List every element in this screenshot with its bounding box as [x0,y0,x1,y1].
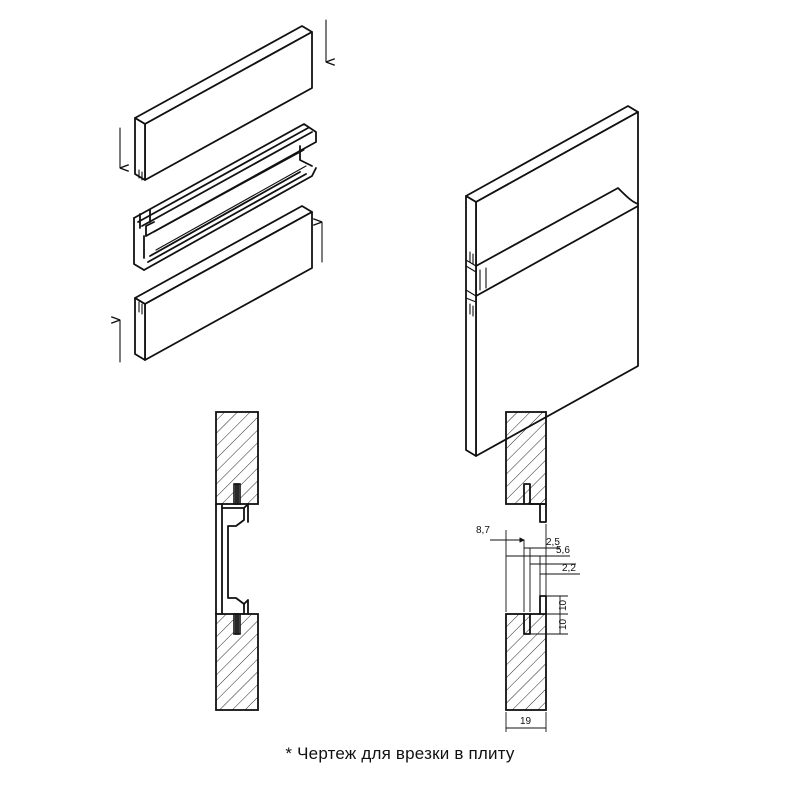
dim-label-10-lower: 10 [558,618,569,630]
dim-label-2-5: 2,5 [546,537,560,548]
section-dimensioned: 8,7 2,5 5,6 2,2 10 10 19 [476,411,580,732]
dim-label-8-7: 8,7 [476,525,490,536]
top-panel [134,25,313,181]
aluminum-profile [133,123,317,271]
dim-label-10-upper: 10 [558,599,569,611]
dim-label-19: 19 [520,716,532,727]
exploded-assembly-view [120,19,326,363]
bottom-panel [134,205,313,361]
assembled-view [465,105,639,457]
drawing-caption: * Чертеж для врезки в плиту [285,744,515,763]
dim-label-2-2: 2,2 [562,563,576,574]
dim-label-5-6: 5,6 [556,545,570,556]
assembly-arrows [120,19,326,363]
section-with-profile [215,411,259,711]
